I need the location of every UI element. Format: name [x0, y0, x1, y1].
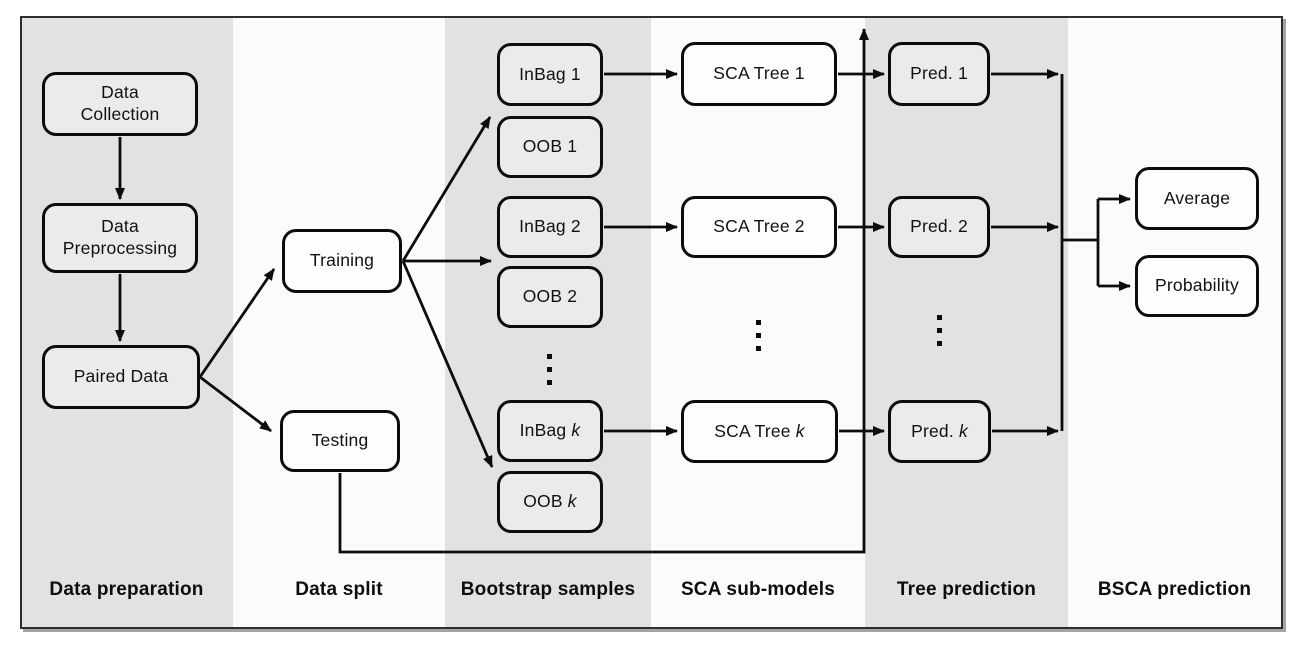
dot	[547, 354, 552, 359]
diagram-frame	[20, 16, 1283, 629]
node-label: Testing	[311, 430, 369, 451]
dot	[937, 315, 942, 320]
node-label: SCA Tree	[714, 420, 796, 441]
dot	[937, 328, 942, 333]
node-label-italic: k	[571, 420, 581, 441]
node-sca-tree-2: SCA Tree 2	[681, 196, 837, 258]
column-label-bootstrap-samples: Bootstrap samples	[460, 579, 636, 600]
node-label: Data	[101, 216, 139, 237]
band-data-split	[233, 18, 445, 627]
dot	[756, 346, 761, 351]
node-label: Pred. 2	[910, 216, 968, 237]
vertical-ellipsis-icon	[547, 354, 552, 385]
node-inbag-1: InBag 1	[497, 43, 603, 106]
dot	[937, 341, 942, 346]
dot	[547, 367, 552, 372]
column-label-data-preparation: Data preparation	[49, 579, 204, 600]
node-label: Data	[101, 82, 139, 103]
node-oob-k: OOB k	[497, 471, 603, 533]
node-inbag-k: InBag k	[497, 400, 603, 462]
node-label: InBag 1	[519, 63, 581, 84]
column-label-bsca-prediction: BSCA prediction	[1097, 579, 1252, 600]
node-label: Average	[1163, 187, 1231, 208]
node-label: Pred. 1	[910, 63, 968, 84]
node-label: SCA Tree 1	[713, 63, 805, 84]
node-label: Paired Data	[73, 366, 169, 387]
node-label: InBag	[519, 420, 572, 441]
node-pred-1: Pred. 1	[888, 42, 990, 106]
node-label: Probability	[1155, 275, 1239, 296]
node-label: OOB 2	[522, 286, 578, 307]
node-oob-1: OOB 1	[497, 116, 603, 178]
node-label: SCA Tree 2	[713, 216, 805, 237]
node-probability: Probability	[1135, 255, 1259, 317]
node-label: OOB 1	[522, 136, 578, 157]
node-inbag-2: InBag 2	[497, 196, 603, 258]
node-label: Training	[309, 250, 375, 271]
node-pred-2: Pred. 2	[888, 196, 990, 258]
band-bsca-prediction	[1068, 18, 1281, 627]
node-training: Training	[282, 229, 402, 293]
column-label-data-split: Data split	[295, 579, 383, 600]
vertical-ellipsis-icon	[756, 320, 761, 351]
node-label: Pred.	[911, 420, 959, 441]
dot	[756, 333, 761, 338]
band-tree-prediction	[865, 18, 1068, 627]
node-sca-tree-1: SCA Tree 1	[681, 42, 837, 106]
node-pred-k: Pred. k	[888, 400, 991, 463]
dot	[756, 320, 761, 325]
node-label: Collection	[80, 104, 160, 124]
column-label-sca-sub-models: SCA sub-models	[680, 579, 836, 600]
node-label-italic: k	[958, 420, 968, 441]
column-label-tree-prediction: Tree prediction	[896, 579, 1037, 600]
vertical-ellipsis-icon	[937, 315, 942, 346]
node-oob-2: OOB 2	[497, 266, 603, 328]
node-average: Average	[1135, 167, 1259, 230]
node-paired-data: Paired Data	[42, 345, 200, 409]
dot	[547, 380, 552, 385]
node-label: Preprocessing	[62, 238, 178, 258]
node-label-italic: k	[567, 491, 577, 512]
node-label-italic: k	[795, 420, 805, 441]
node-testing: Testing	[280, 410, 400, 472]
node-sca-tree-k: SCA Tree k	[681, 400, 838, 463]
node-label: OOB	[523, 491, 568, 512]
node-label: InBag 2	[519, 216, 581, 237]
